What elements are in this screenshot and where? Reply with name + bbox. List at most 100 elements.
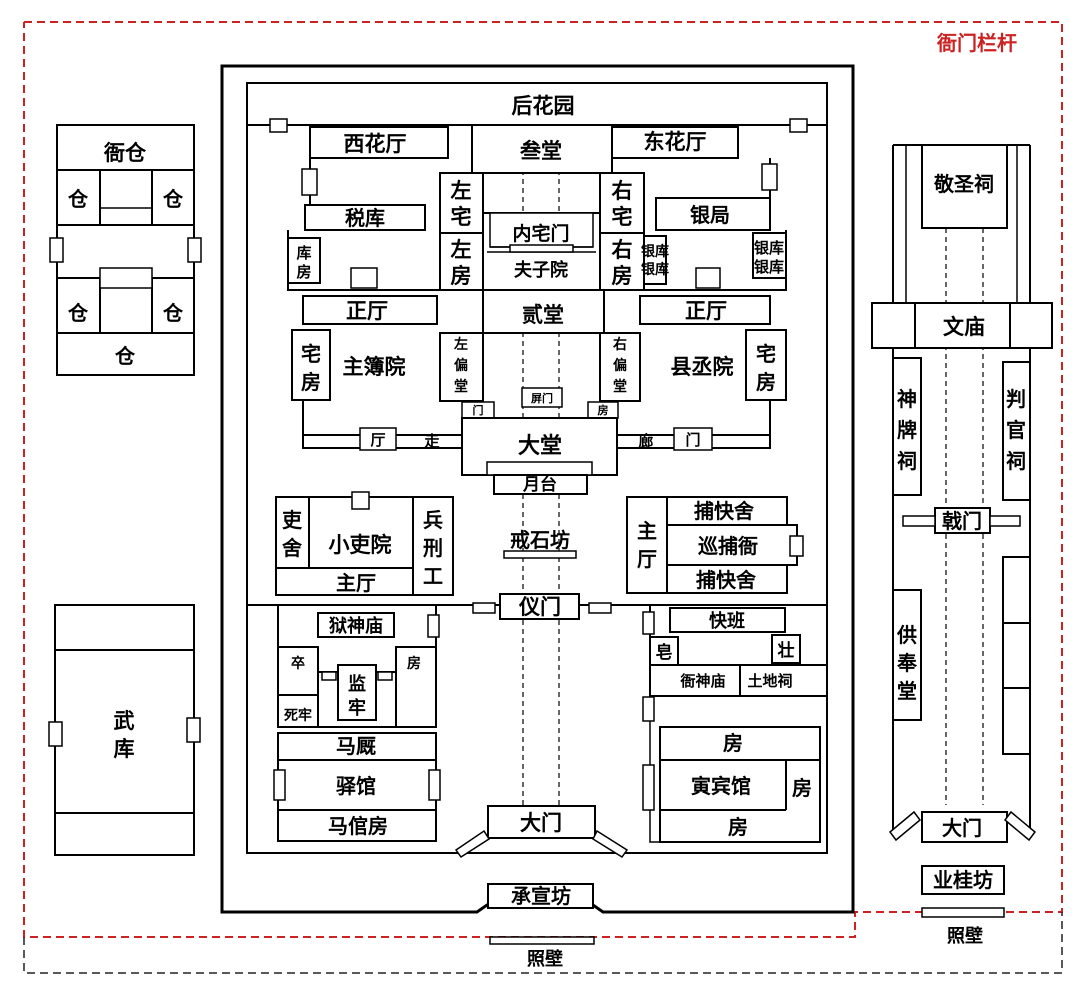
left-side-hall-label: 偏: [454, 357, 468, 374]
stable-label: 马厩: [336, 734, 376, 758]
main-hall-east: [639, 295, 771, 325]
main-gate: [487, 805, 596, 839]
tablet-shrine-label: 祠: [897, 449, 917, 473]
store-room-label: 房: [296, 263, 311, 281]
military-justice-works-label: 工: [423, 564, 443, 588]
granary-title: 衙仓: [103, 141, 147, 165]
ceremonial-gate-label: 仪门: [518, 595, 561, 619]
registrar-court-label: 主簿院: [343, 355, 406, 379]
armory-label: 武: [114, 709, 135, 733]
strong-squad-label: 壮: [778, 640, 795, 661]
temple-main-gate: [921, 811, 1008, 843]
residence-east: [745, 329, 787, 401]
armory: [48, 604, 201, 856]
clerk-main-hall-label: 主厅: [336, 571, 376, 595]
east-flower-hall-label: 东花厅: [644, 130, 707, 154]
hall-gate-label: 门: [685, 431, 700, 449]
main-hall-west-label: 正厅: [346, 299, 388, 323]
offering-hall-label: 堂: [897, 679, 917, 703]
granary-label: 仓: [114, 344, 136, 368]
prison-god-temple: [317, 612, 395, 638]
right-side-hall-label: 堂: [613, 378, 627, 395]
grand-hall-label: 大堂: [518, 434, 562, 459]
black-squad: [649, 636, 679, 666]
tax-storehouse-label: 税库: [345, 206, 385, 230]
tablet-shrine-label: 牌: [897, 418, 917, 442]
clerk-dorm-label: 舍: [282, 536, 303, 560]
chengxuan-arch: [487, 883, 594, 909]
residence-west-label: 宅: [301, 342, 321, 366]
prison-god-temple-label: 狱神庙: [329, 615, 383, 637]
silver-vault-label: 银库: [641, 261, 669, 278]
spirit-screen-wall-label: 照壁: [527, 948, 563, 970]
military-justice-works-label: 刑: [423, 536, 443, 560]
vice-magistrate-court-label: 县丞院: [671, 355, 734, 379]
fence-label: 衙门栏杆: [936, 31, 1017, 55]
guard-room-label: 房: [407, 655, 421, 672]
left-residence: [439, 172, 484, 291]
stable-compound: [277, 732, 437, 842]
right-side-hall: [599, 332, 641, 402]
right-side-hall-label: 偏: [613, 357, 627, 374]
west-flower-hall: [309, 126, 449, 159]
inner-wall: [246, 82, 828, 854]
tablet-shrine-label: 神: [897, 387, 917, 411]
strong-squad: [771, 634, 801, 664]
temple-main-gate-label: 大门: [942, 816, 982, 840]
fast-squad-label: 快班: [709, 610, 745, 632]
residence-west: [291, 329, 331, 401]
west-flower-hall-label: 西花厅: [344, 132, 407, 156]
confucian-temple: [871, 302, 1053, 349]
second-hall-label: 贰堂: [522, 303, 564, 327]
screen-gate: [521, 387, 563, 408]
temple-screen-wall: [921, 907, 1005, 918]
corridor-label: 廊: [638, 432, 653, 450]
store-room-label: 库: [296, 244, 311, 262]
yamen-god-temple-label: 衙神庙: [679, 672, 725, 690]
silver-vault-label: 银库: [641, 243, 669, 260]
offering-hall-label: 奉: [896, 651, 918, 675]
left-room-label: 左: [451, 238, 472, 262]
offering-hall: [892, 589, 922, 721]
revering-sage-shrine-label: 敬圣祠: [933, 172, 994, 196]
left-side-hall: [439, 332, 484, 402]
outer-black-fence: [23, 912, 1063, 974]
granary-label: 仓: [162, 187, 184, 211]
judge-shrine-label: 判: [1006, 387, 1026, 411]
judge-shrine-label: 祠: [1006, 449, 1026, 473]
right-room-label: 房: [612, 264, 633, 288]
yegui-arch-label: 业桂坊: [933, 868, 993, 892]
store-room: [287, 237, 321, 284]
main-hall-west: [302, 295, 438, 325]
left-room-label: 房: [451, 264, 472, 288]
constable-dorm-label: 捕快舍: [696, 568, 757, 592]
fast-squad: [669, 607, 786, 633]
granary-label: 仓: [162, 301, 184, 325]
chengxuan-arch-label: 承宣坊: [511, 884, 571, 908]
guest-house-label: 寅宾馆: [691, 774, 751, 798]
temple-screen-wall-label: 照壁: [947, 925, 983, 947]
earth-god-shrine-label: 土地祠: [747, 672, 792, 690]
admonition-arch-label: 戒石坊: [510, 528, 570, 552]
left-residence-label: 宅: [451, 205, 472, 229]
right-side-hall-label: 右: [612, 336, 627, 353]
residence-west-label: 房: [301, 370, 321, 394]
black-squad-label: 皂: [656, 642, 673, 663]
left-side-hall-label: 堂: [454, 378, 468, 395]
third-hall-label: 叁堂: [519, 139, 562, 163]
silver-vault-label: 银库: [754, 239, 784, 257]
left-side-hall-label: 左: [453, 336, 468, 353]
death-row-label: 死牢: [283, 707, 312, 724]
silver-bureau-label: 银局: [690, 203, 730, 227]
east-side-rooms: [1002, 556, 1031, 755]
groom-room-label: 马倌房: [328, 814, 388, 838]
judge-shrine-label: 官: [1006, 418, 1026, 442]
post-house-label: 驿馆: [336, 774, 376, 798]
hall-gate-east: [673, 427, 713, 451]
moon-terrace: [493, 474, 588, 495]
tablet-shrine: [892, 357, 922, 496]
guard-room-label: 卒: [291, 655, 305, 672]
clerk-court-label: 小吏院: [329, 533, 392, 557]
hall-gate-label: 厅: [370, 431, 385, 449]
